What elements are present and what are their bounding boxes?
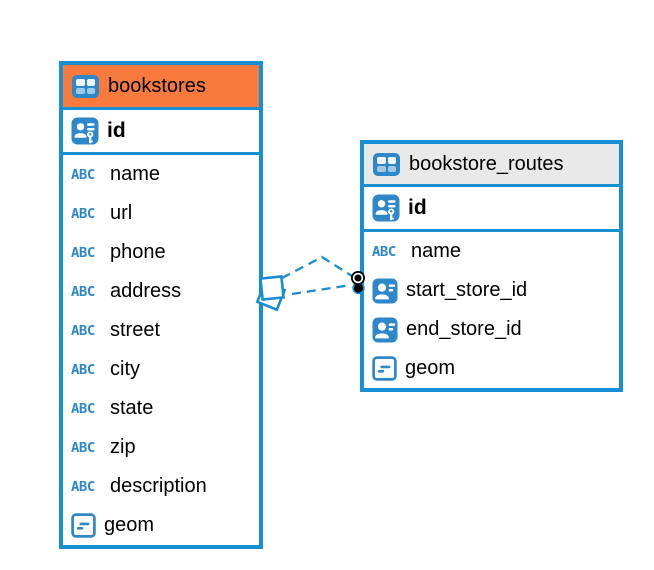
primary-key-icon [372,194,400,222]
column-row-geom[interactable]: geom [364,349,619,388]
foreign-key-icon [372,278,398,303]
text-type-icon: ABC [71,400,95,417]
column-label: start_store_id [406,279,528,301]
geometry-type-icon [372,356,397,381]
column-row-pk[interactable]: id [364,187,619,229]
text-type-icon: ABC [71,361,95,378]
column-row-street[interactable]: ABC street [63,311,259,350]
column-label: street [110,319,161,341]
column-label: geom [405,357,456,379]
relationship-line-lower[interactable] [291,283,352,296]
text-type-icon: ABC [71,322,95,339]
column-label: end_store_id [406,318,522,340]
text-type-icon: ABC [71,439,95,456]
column-row-geom[interactable]: geom [63,506,259,545]
column-row-description[interactable]: ABC description [63,467,259,506]
column-label: name [110,163,161,185]
relationship-line-upper[interactable] [281,255,353,280]
column-row-url[interactable]: ABC url [63,194,259,233]
text-type-icon: ABC [71,283,95,300]
table-bookstores[interactable]: bookstores id ABC name ABC url [59,61,263,549]
table-title: bookstores [108,74,206,97]
column-label: description [110,475,207,497]
column-label: zip [110,436,136,458]
column-label: name [411,240,462,262]
primary-key-icon [71,117,99,145]
divider [364,229,619,232]
table-header-bookstore-routes[interactable]: bookstore_routes [364,144,619,184]
column-label: id [408,196,427,219]
column-row-address[interactable]: ABC address [63,272,259,311]
column-label: phone [110,241,166,263]
divider [63,107,259,110]
column-label: geom [104,514,155,536]
text-type-icon: ABC [71,166,95,183]
text-type-icon: ABC [71,244,95,261]
text-type-icon: ABC [71,478,95,495]
foreign-key-icon [372,317,398,342]
one-end-marker[interactable] [351,271,365,295]
column-row-name[interactable]: ABC name [63,155,259,194]
column-row-start-store-id[interactable]: start_store_id [364,271,619,310]
column-row-pk[interactable]: id [63,110,259,152]
divider [364,184,619,187]
column-row-state[interactable]: ABC state [63,389,259,428]
table-bookstore-routes[interactable]: bookstore_routes id ABC name [360,140,623,392]
column-row-name[interactable]: ABC name [364,232,619,271]
column-row-zip[interactable]: ABC zip [63,428,259,467]
column-label: id [107,119,126,142]
column-label: address [110,280,182,302]
table-icon [373,152,400,176]
divider [63,152,259,155]
text-type-icon: ABC [372,243,396,260]
geometry-type-icon [71,513,96,538]
column-row-end-store-id[interactable]: end_store_id [364,310,619,349]
column-label: url [110,202,133,224]
many-end-marker[interactable] [255,275,287,312]
table-title: bookstore_routes [409,152,564,175]
text-type-icon: ABC [71,205,95,222]
column-row-city[interactable]: ABC city [63,350,259,389]
column-row-phone[interactable]: ABC phone [63,233,259,272]
table-icon [72,74,99,98]
column-label: state [110,397,154,419]
column-label: city [110,358,140,380]
table-header-bookstores[interactable]: bookstores [63,65,259,107]
